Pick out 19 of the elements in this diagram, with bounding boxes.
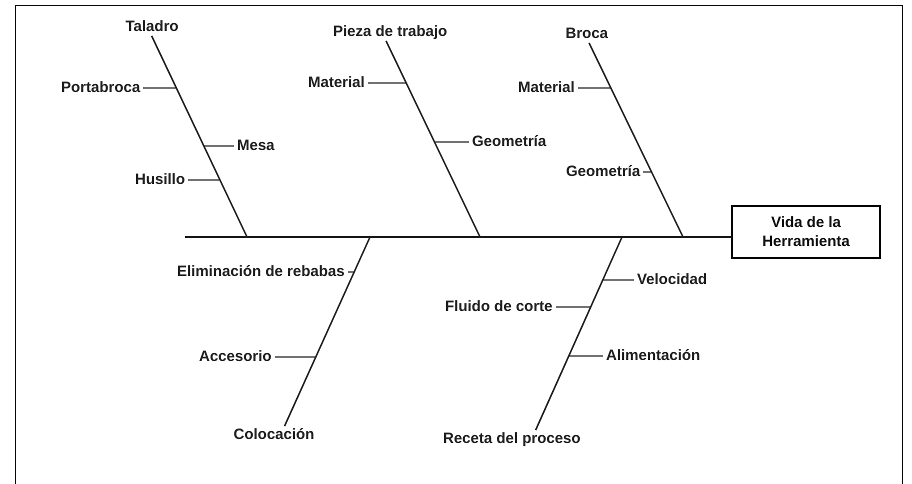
cause-label: Accesorio	[199, 348, 272, 366]
category-label: Taladro	[126, 18, 179, 36]
category-label: Broca	[566, 25, 608, 43]
cause-label: Mesa	[237, 137, 275, 155]
cause-label: Husillo	[135, 171, 186, 189]
cause-label: Material	[308, 74, 365, 92]
cause-label: Portabroca	[61, 79, 140, 97]
bone-line	[534, 236, 731, 430]
cause-label: Alimentación	[606, 347, 700, 365]
effect-box: Vida de la Herramienta	[731, 205, 881, 259]
cause-label: Eliminación de rebabas	[177, 263, 345, 281]
cause-label: Material	[518, 79, 575, 97]
cause-label: Velocidad	[637, 271, 708, 289]
cause-label: Fluido de corte	[445, 298, 553, 316]
category-label: Colocación	[234, 426, 314, 444]
category-label: Receta del proceso	[443, 430, 581, 448]
cause-label: Geometría	[566, 163, 640, 181]
cause-label: Geometría	[472, 133, 546, 151]
category-label: Pieza de trabajo	[333, 23, 448, 41]
